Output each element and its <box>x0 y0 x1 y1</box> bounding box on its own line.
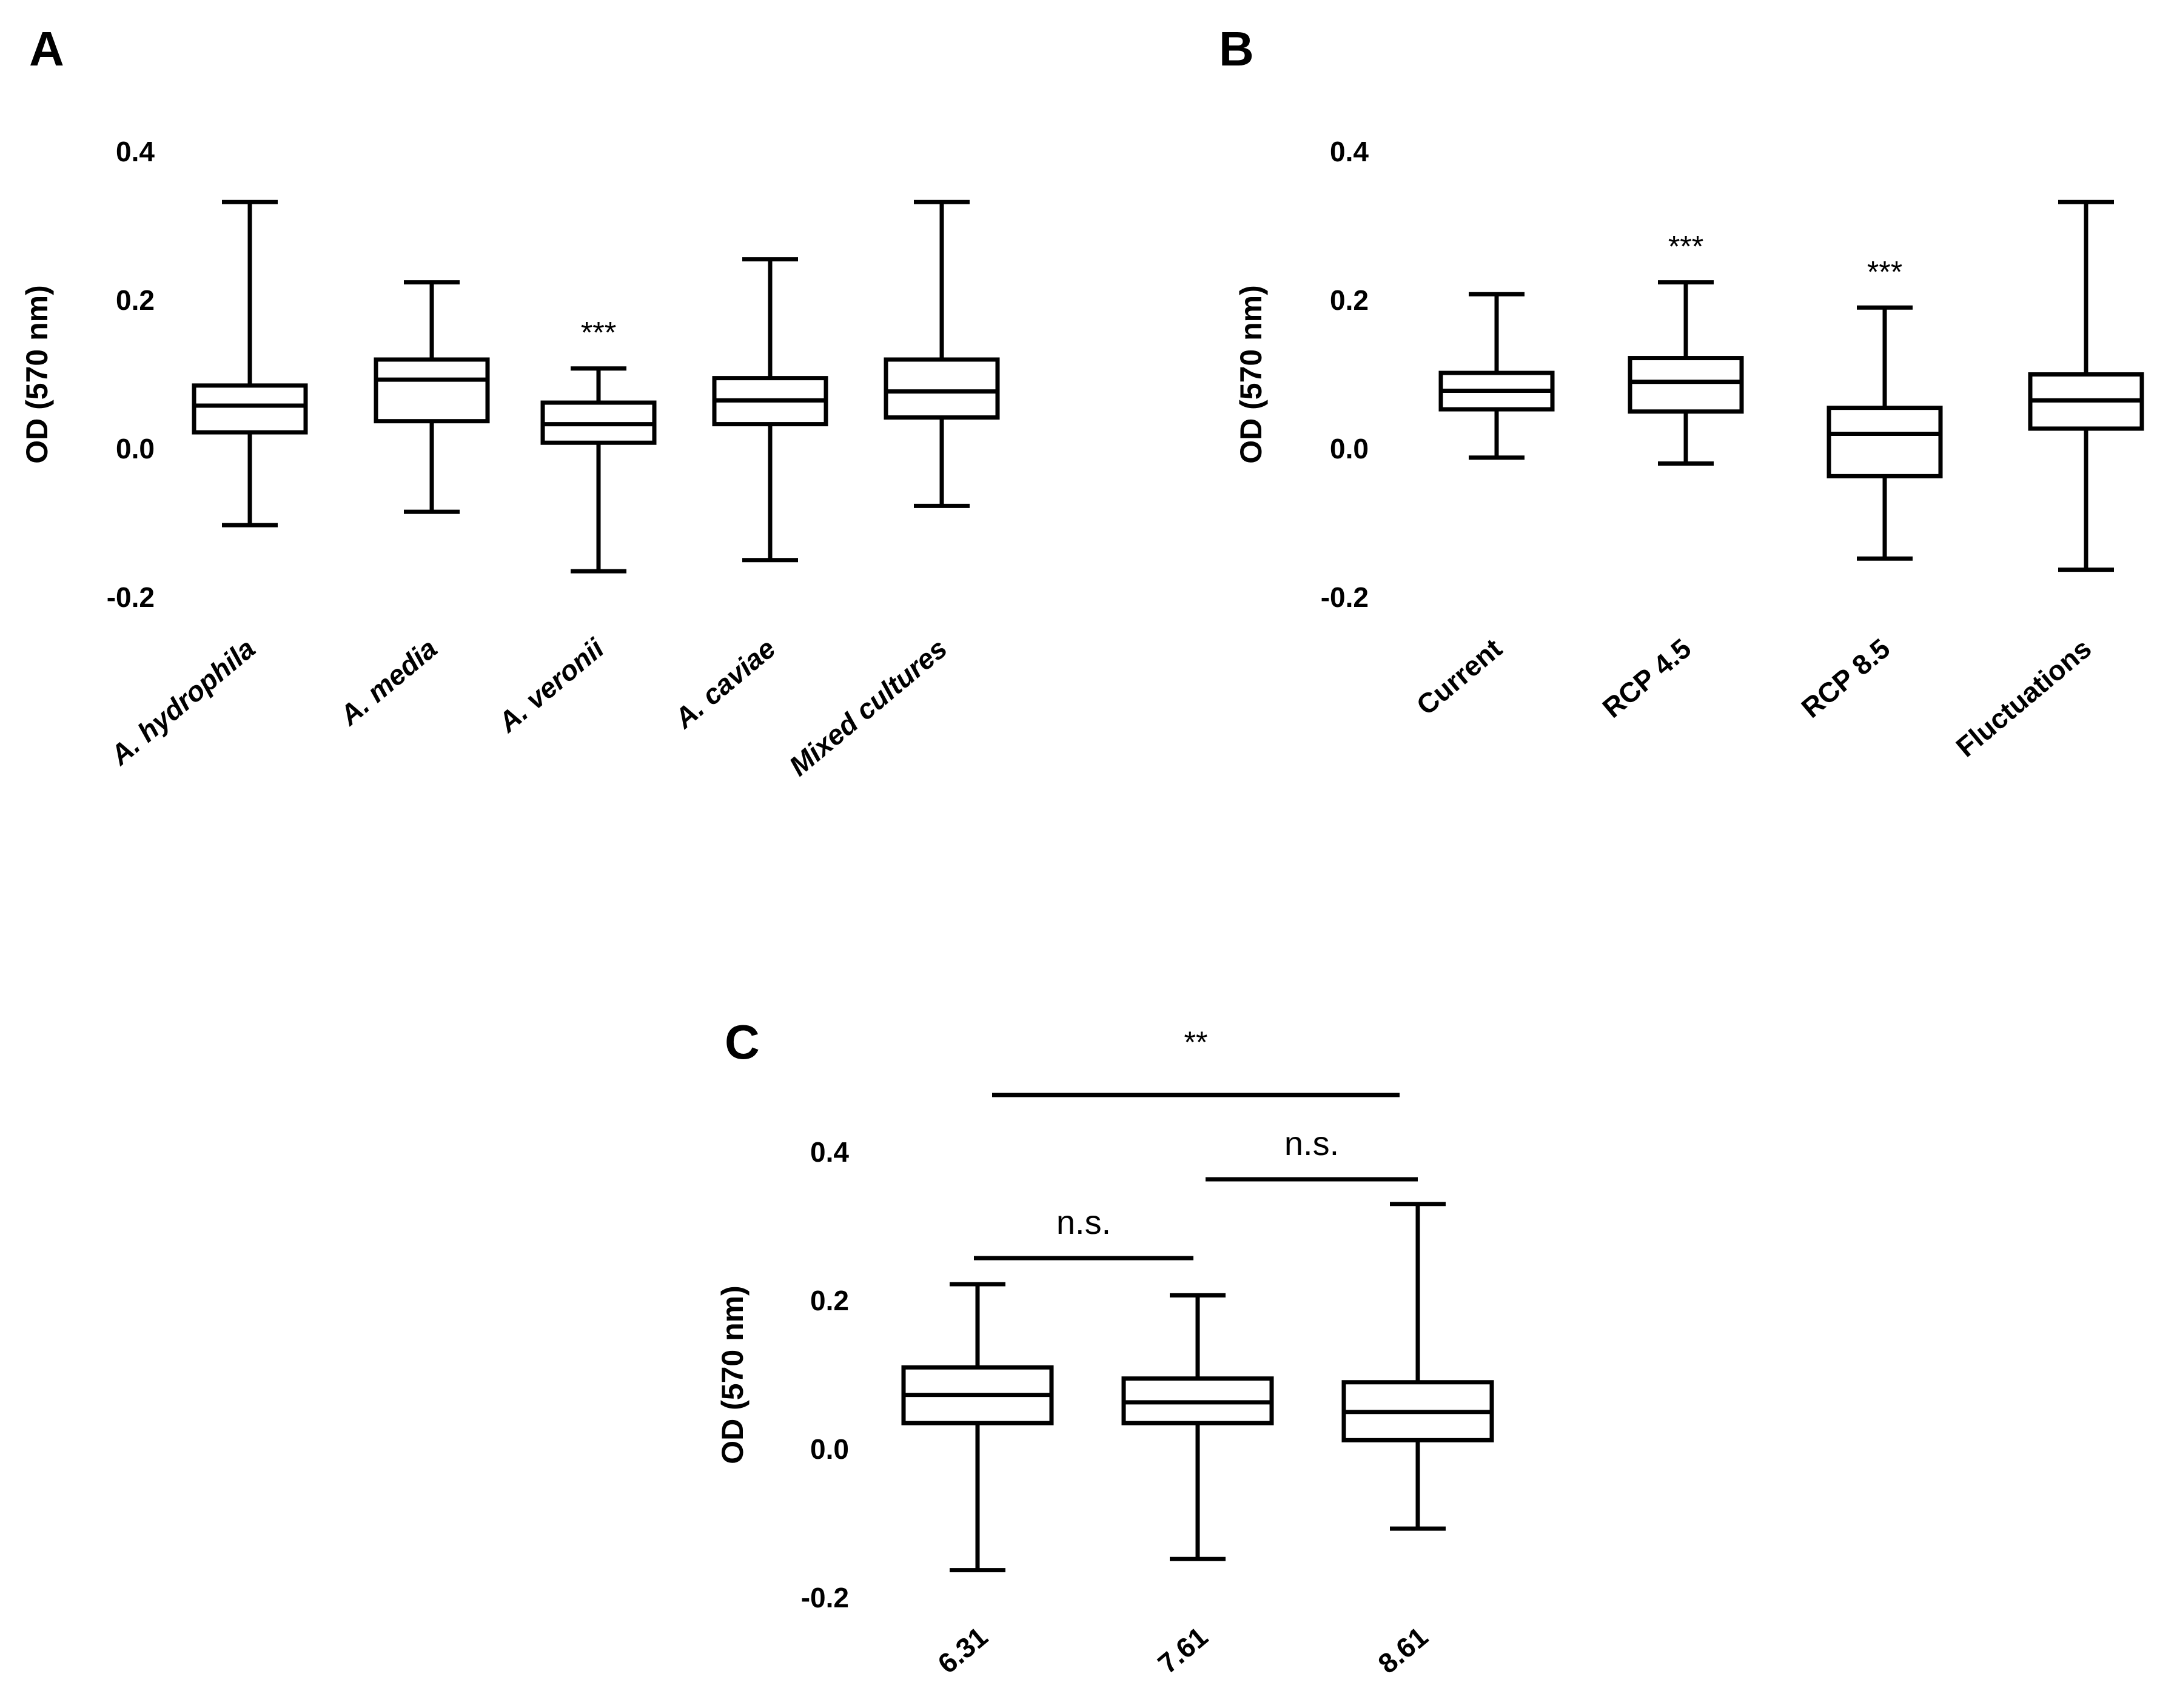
y-tick-label: 0.2 <box>810 1285 849 1316</box>
box-iqr <box>1628 356 1744 414</box>
y-axis-label: OD (570 nm) <box>716 1285 750 1464</box>
panel-letter-a: A <box>29 22 64 76</box>
category-label: A. media <box>333 632 443 732</box>
y-tick-label: -0.2 <box>801 1582 849 1613</box>
panel-c: C 0.4 0.2 0.0 -0.2 OD (570 nm) 6.31 7.61 8.61 **… <box>716 1015 1494 1680</box>
y-tick-label: 0.0 <box>810 1433 849 1465</box>
y-tick-label: 0.4 <box>810 1136 849 1168</box>
y-tick-label: 0.2 <box>1330 284 1369 316</box>
y-axis-label: OD (570 nm) <box>1234 285 1268 464</box>
category-label: RCP 8.5 <box>1795 632 1896 724</box>
box-7-61 <box>1121 1293 1274 1561</box>
panel-c-plot: 0.4 0.2 0.0 -0.2 OD (570 nm) 6.31 7.61 8.61 ** n.… <box>716 1025 1494 1680</box>
category-label: Mixed cultures <box>783 632 953 782</box>
y-tick-label: 0.4 <box>1330 136 1369 167</box>
box-a-caviae <box>712 257 828 563</box>
y-tick-label: 0.0 <box>116 433 155 464</box>
category-label: 8.61 <box>1372 1621 1434 1680</box>
category-label: RCP 4.5 <box>1596 632 1697 724</box>
box-fluctuations <box>2028 199 2144 572</box>
panel-a: A 0.4 0.2 0.0 -0.2 OD (570 nm) A. hydrophila A… <box>20 22 1000 782</box>
category-label: A. hydrophila <box>104 632 261 771</box>
y-tick-label: -0.2 <box>107 581 155 613</box>
y-tick-label: 0.0 <box>1330 433 1369 464</box>
box-rcp-4-5 <box>1628 280 1744 466</box>
box-a-hydrophila <box>192 199 308 527</box>
significance-label: *** <box>1867 255 1902 289</box>
panel-letter-c: C <box>725 1015 760 1069</box>
box-a-media <box>374 280 490 514</box>
comparison-label: n.s. <box>1284 1124 1339 1162</box>
y-axis-label: OD (570 nm) <box>20 285 54 464</box>
box-rcp-8-5 <box>1827 305 1943 561</box>
comparison-label: ** <box>1184 1025 1208 1059</box>
box-iqr <box>1827 406 1943 478</box>
panel-a-plot: 0.4 0.2 0.0 -0.2 OD (570 nm) A. hydrophila A. … <box>20 136 1000 782</box>
category-label: A. veronii <box>492 632 611 738</box>
box-mixed-cultures <box>884 199 1000 508</box>
category-label: 6.31 <box>931 1621 993 1680</box>
y-tick-label: 0.2 <box>116 284 155 316</box>
significance-label: *** <box>1668 230 1703 264</box>
box-iqr <box>374 357 490 424</box>
box-iqr <box>884 357 1000 420</box>
panel-b: B 0.4 0.2 0.0 -0.2 OD (570 nm) Current RCP 4.5… <box>1219 22 2144 763</box>
category-label: Current <box>1411 632 1508 722</box>
box-a-veronii <box>540 366 657 574</box>
category-label: 7.61 <box>1152 1621 1213 1680</box>
panel-b-plot: 0.4 0.2 0.0 -0.2 OD (570 nm) Current RCP 4.5 RC… <box>1234 136 2144 763</box>
box-6-31 <box>901 1282 1054 1573</box>
comparison-label: n.s. <box>1056 1203 1111 1241</box>
panel-letter-b: B <box>1219 22 1254 76</box>
category-label: Fluctuations <box>1950 632 2098 763</box>
box-current <box>1438 292 1555 460</box>
y-tick-label: 0.4 <box>116 136 155 167</box>
box-8-61 <box>1341 1202 1494 1531</box>
category-label: A. caviae <box>668 632 781 735</box>
significance-label: *** <box>581 316 616 350</box>
box-iqr <box>192 383 308 435</box>
y-tick-label: -0.2 <box>1321 581 1369 613</box>
